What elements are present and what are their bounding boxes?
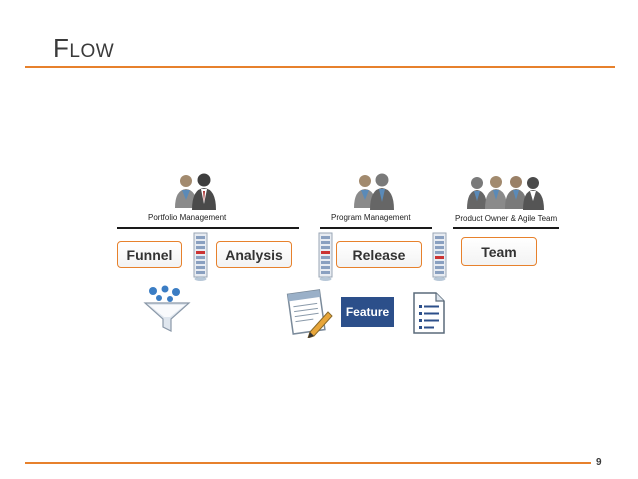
backlog-queue-icon [193, 232, 208, 281]
slide-title-initial: F [53, 33, 70, 63]
funnel-stage-label: Funnel [126, 246, 173, 263]
analysis-stage-label: Analysis [225, 246, 283, 263]
team-stage-label: Team [481, 243, 517, 260]
team-stage: Team [461, 237, 537, 266]
slide-title: FLOW [53, 33, 114, 64]
release-stage-label: Release [352, 246, 406, 263]
people-pair-icon [175, 173, 216, 210]
slide-title-rest: LOW [69, 41, 115, 62]
portfolio-group-line [117, 227, 299, 229]
product-owner-agile-team-label: Product Owner & Agile Team [455, 214, 558, 223]
team-group-line [453, 227, 559, 229]
document-edit-icon [286, 289, 333, 338]
funnel-stage: Funnel [117, 241, 182, 268]
backlog-queue-icon [432, 232, 447, 281]
program-management-label: Program Management [331, 213, 411, 222]
list-document-icon [413, 292, 445, 334]
portfolio-management-label: Portfolio Management [148, 213, 227, 222]
analysis-stage: Analysis [216, 241, 292, 268]
people-pair-icon [354, 173, 394, 210]
backlog-queue-icon [318, 232, 333, 281]
feature-badge-label: Feature [345, 305, 390, 319]
program-group-line [320, 227, 432, 229]
page-number: 9 [596, 457, 602, 468]
title-divider [25, 66, 615, 68]
feature-badge: Feature [341, 297, 394, 327]
release-stage: Release [336, 241, 422, 268]
funnel-icon [143, 285, 191, 332]
footer-divider [25, 462, 591, 464]
team-group-icon [467, 176, 544, 210]
